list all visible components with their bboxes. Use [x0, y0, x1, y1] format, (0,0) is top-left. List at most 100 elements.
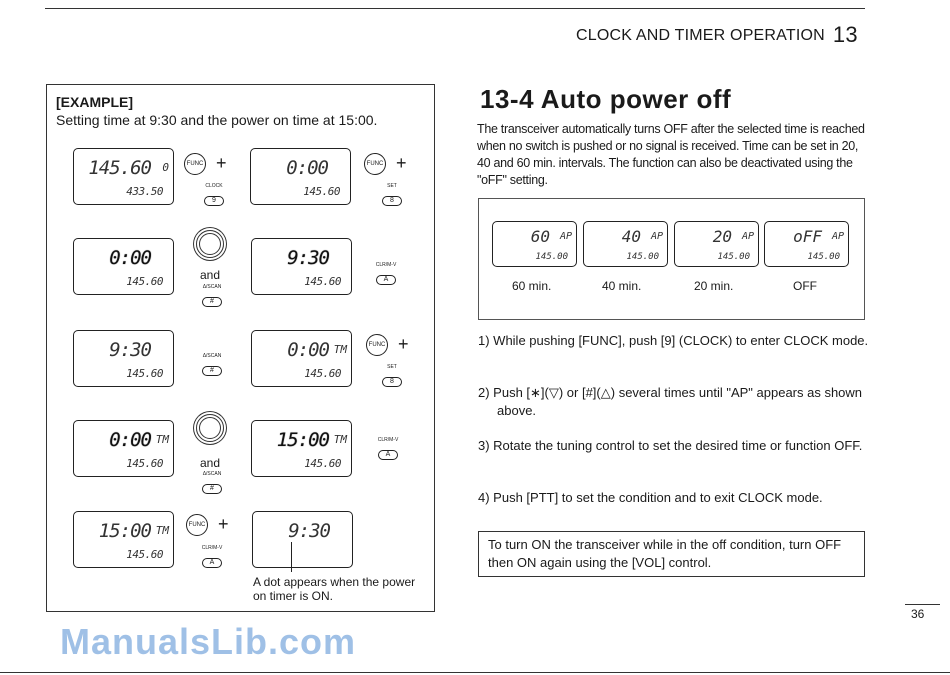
key-cap: A	[378, 450, 398, 460]
page-number: 36	[911, 607, 925, 621]
lcd-main: 20	[712, 227, 732, 246]
pointer-line	[291, 542, 292, 572]
step-1: 1) While pushing [FUNC], push [9] (CLOCK…	[478, 333, 869, 348]
page-header: CLOCK AND TIMER OPERATION 13	[576, 22, 858, 48]
chapter-number: 13	[832, 22, 858, 47]
clr-key: CLR/M-V A	[373, 437, 403, 461]
scan-key: Δ/SCAN #	[197, 471, 227, 495]
key-label: Δ/SCAN	[202, 284, 222, 290]
clr-key: CLR/M-V A	[197, 545, 227, 569]
lcd-main: 145.60	[88, 157, 152, 179]
lcd-main: 0:00	[109, 247, 152, 269]
lcd-indicator: TM	[333, 343, 347, 356]
lcd-sub: 145.60	[304, 457, 341, 470]
caption-40: 40 min.	[602, 279, 642, 293]
lcd-sub: 145.00	[626, 252, 659, 262]
lcd-indicator: AP	[741, 231, 754, 242]
key-cap: 8	[382, 377, 402, 387]
clock-key: CLOCK 9	[199, 183, 229, 207]
lcd-sub: 145.00	[717, 252, 750, 262]
lcd-indicator: AP	[559, 231, 572, 242]
ap-display-box	[478, 198, 865, 320]
example-subtitle: Setting time at 9:30 and the power on ti…	[56, 112, 378, 128]
and-text: and	[200, 456, 221, 470]
key-cap: A	[376, 275, 396, 285]
lcd-indicator: 0	[162, 161, 169, 174]
tuning-dial-icon	[196, 230, 224, 258]
set-key: SET 8	[377, 183, 407, 207]
lcd-sub: 433.50	[126, 185, 163, 198]
lcd-main: 0:00	[287, 339, 330, 361]
key-cap: 8	[382, 196, 402, 206]
key-label: CLR/M-V	[377, 437, 399, 443]
ap-lcd-40: 40 AP 145.00	[583, 221, 668, 267]
scan-key: Δ/SCAN #	[197, 353, 227, 377]
example-title: [EXAMPLE]	[56, 94, 133, 110]
lcd-main: 15:00	[98, 520, 152, 542]
lcd-sub: 145.60	[304, 275, 341, 288]
key-label: Δ/SCAN	[202, 471, 222, 477]
lcd-display-blinking: 9:30 145.60	[251, 238, 352, 295]
key-label: CLOCK	[205, 183, 223, 189]
step-2: 2) Push [∗](▽) or [#](△) several times u…	[478, 385, 863, 418]
step-4: 4) Push [PTT] to set the condition and t…	[478, 490, 823, 505]
lcd-indicator: TM	[333, 433, 347, 446]
key-cap: #	[202, 297, 222, 307]
lcd-main: 9:30	[287, 247, 330, 269]
lcd-display: 145.60 0 433.50	[73, 148, 174, 205]
lcd-sub: 145.00	[535, 252, 568, 262]
key-label: SET	[387, 364, 397, 370]
key-cap: #	[202, 366, 222, 376]
clr-key: CLR/M-V A	[371, 262, 401, 286]
key-label: CLR/M-V	[201, 545, 223, 551]
lcd-sub: 145.60	[126, 275, 163, 288]
lcd-display-blinking: 0:00 145.60	[73, 238, 174, 295]
lcd-indicator: AP	[831, 231, 844, 242]
lcd-indicator: AP	[650, 231, 663, 242]
lcd-main: oFF	[793, 227, 822, 246]
set-key: SET 8	[377, 364, 407, 388]
lcd-sub: 145.60	[303, 185, 340, 198]
header-title: CLOCK AND TIMER OPERATION	[576, 27, 825, 44]
page-number-rule	[905, 604, 940, 605]
func-key: FUNC	[364, 153, 386, 175]
step-3: 3) Rotate the tuning control to set the …	[478, 438, 863, 453]
func-key: FUNC	[366, 334, 388, 356]
example-panel	[46, 84, 435, 612]
scan-key: Δ/SCAN #	[197, 284, 227, 308]
key-cap: 9	[204, 196, 224, 206]
key-cap: A	[202, 558, 222, 568]
lcd-main: 0:00	[109, 429, 152, 451]
caption-20: 20 min.	[694, 279, 734, 293]
func-key: FUNC	[184, 153, 206, 175]
key-cap: #	[202, 484, 222, 494]
lcd-sub: 145.60	[126, 548, 163, 561]
note-callout: To turn ON the transceiver while in the …	[478, 531, 865, 577]
plus-sign: +	[396, 153, 407, 173]
lcd-main: 9:30	[288, 520, 331, 542]
tuning-dial-icon	[196, 414, 224, 442]
lcd-main: 9:30	[109, 339, 152, 361]
lcd-main: 40	[621, 227, 641, 246]
key-label: SET	[387, 183, 397, 189]
lcd-indicator: TM	[155, 433, 169, 446]
lcd-main: 60	[530, 227, 550, 246]
lcd-display: 9:30	[252, 511, 353, 568]
ap-lcd-60: 60 AP 145.00	[492, 221, 577, 267]
lcd-display: 0:00 145.60	[250, 148, 351, 205]
lcd-main: 15:00	[276, 429, 330, 451]
key-label: CLR/M-V	[375, 262, 397, 268]
lcd-main: 0:00	[286, 157, 329, 179]
lcd-sub: 145.60	[126, 367, 163, 380]
ap-lcd-20: 20 AP 145.00	[674, 221, 759, 267]
caption-off: OFF	[793, 279, 817, 293]
key-label: Δ/SCAN	[202, 353, 222, 359]
section-title: 13-4 Auto power off	[480, 84, 732, 114]
lcd-sub: 145.60	[126, 457, 163, 470]
lcd-sub: 145.60	[304, 367, 341, 380]
